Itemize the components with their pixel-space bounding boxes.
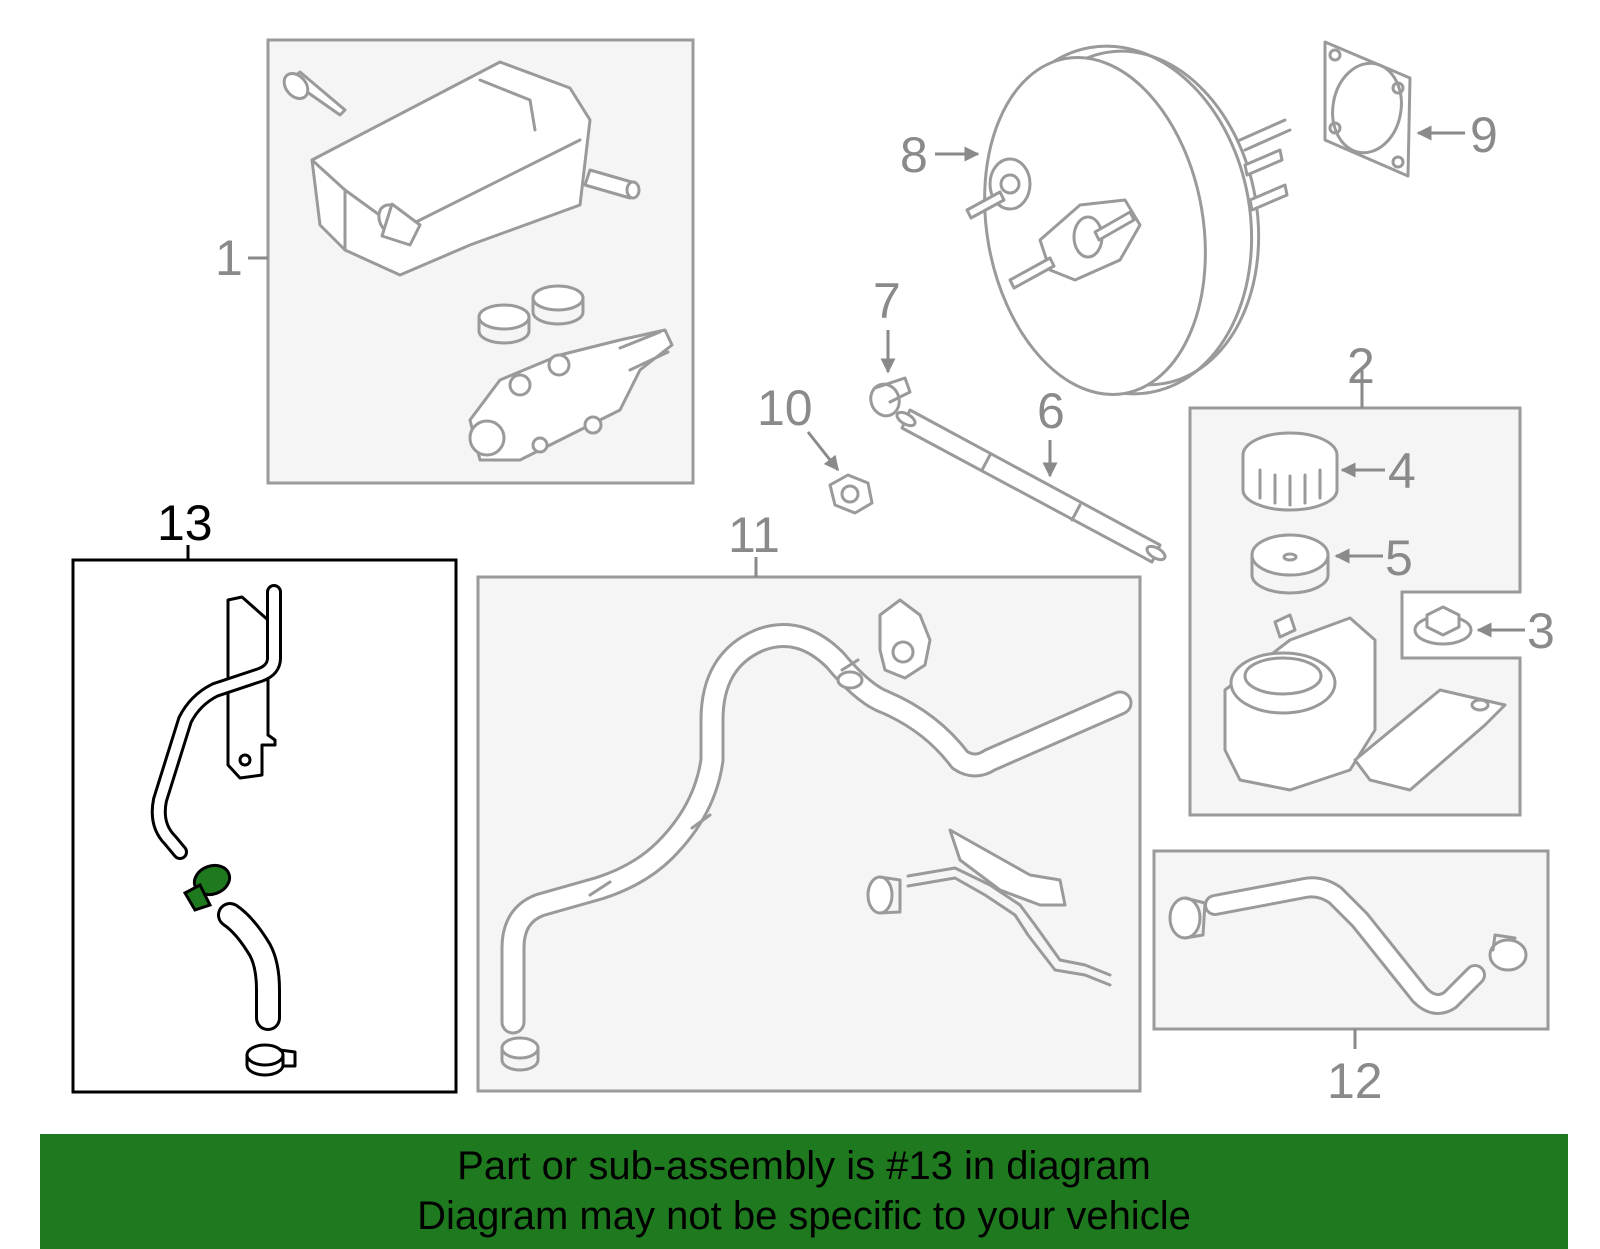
callout-11[interactable]: 11 [728,507,780,563]
callout-6[interactable]: 6 [1037,383,1065,439]
callout-5[interactable]: 5 [1385,530,1413,586]
booster-nut[interactable] [828,473,874,515]
hose-13-tube [150,584,282,860]
reservoir-assembly-group[interactable] [1188,406,1522,817]
check-valve-line [866,828,1112,987]
reservoir-pin [282,70,347,117]
vacuum-hose [500,623,1133,1035]
callout-9[interactable]: 9 [1470,107,1498,163]
reservoir-strainer [1250,533,1330,595]
vacuum-hose-group[interactable] [476,575,1142,1093]
hose-12-box [1152,849,1550,1031]
callout-2[interactable]: 2 [1347,338,1375,394]
callout-4[interactable]: 4 [1388,443,1416,499]
callout-10[interactable]: 10 [757,380,813,436]
callout-12[interactable]: 12 [1327,1053,1383,1109]
brake-booster[interactable] [959,25,1292,415]
master-cylinder-group[interactable] [266,38,695,485]
callout-1[interactable]: 1 [215,230,243,286]
banner-line-1: Part or sub-assembly is #13 in diagram [457,1144,1151,1188]
callout-13[interactable]: 13 [157,495,213,551]
booster-gasket[interactable] [1323,40,1412,178]
hose-13-hose [217,902,281,1031]
hose-13-clamp-highlight [182,863,232,912]
callout-8[interactable]: 8 [900,127,928,183]
hose-clamp-lower [500,1036,540,1072]
pushrod[interactable] [895,408,1167,564]
reservoir-cap [1241,431,1339,512]
banner-line-2: Diagram may not be specific to your vehi… [417,1194,1191,1238]
hose-12-clamps [1168,896,1528,972]
hose-13-group[interactable] [71,558,458,1094]
vacuum-hose-box [476,575,1142,1093]
reservoir-grommets [477,284,585,345]
hose-13-bracket [226,595,277,780]
callout-3[interactable]: 3 [1527,603,1555,659]
hose-12 [1204,876,1486,1015]
info-banner: Part or sub-assembly is #13 in diagram D… [40,1134,1568,1249]
pushrod-clip[interactable] [866,376,912,420]
hose-13-clamp-lower [245,1043,297,1077]
master-cylinder [468,328,674,462]
hose-12-group[interactable] [1152,849,1550,1031]
hose-bracket [878,598,932,680]
remote-reservoir [1223,613,1507,792]
reservoir-nut [1413,605,1473,646]
callout-7[interactable]: 7 [873,273,901,329]
fluid-reservoir [310,60,641,277]
